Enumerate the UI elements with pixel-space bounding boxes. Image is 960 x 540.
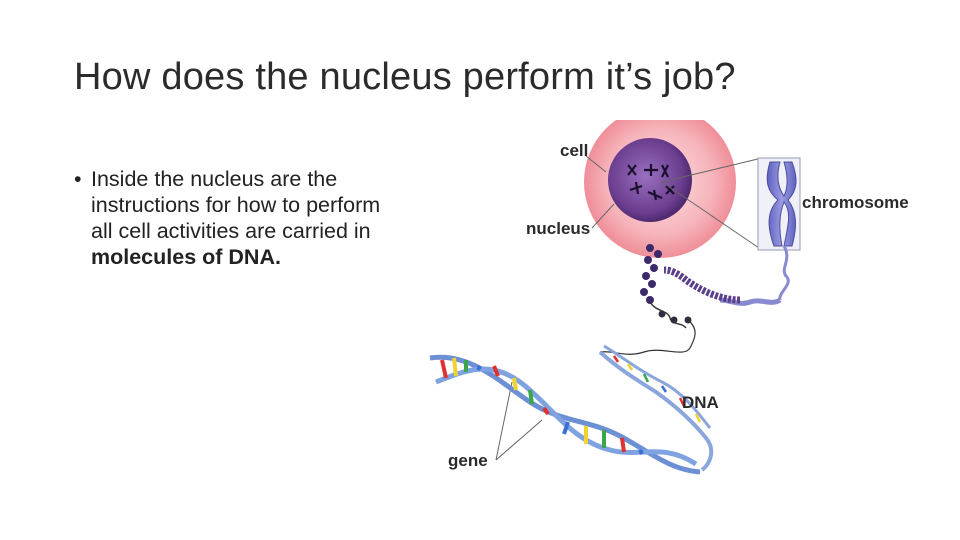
slide-title: How does the nucleus perform it’s job?: [74, 56, 736, 98]
bullet-text: Inside the nucleus are the instructions …: [91, 166, 404, 270]
nucleus-body: [608, 138, 692, 222]
nucleus-chromosomes: [627, 164, 675, 201]
leader-lines: [495, 155, 763, 461]
bullet-item: • Inside the nucleus are the instruction…: [74, 166, 404, 270]
label-cell: cell: [560, 141, 588, 160]
label-dna: DNA: [682, 393, 719, 412]
dna-helix-illustration: [429, 344, 714, 475]
bullet-text-regular: Inside the nucleus are the instructions …: [91, 167, 381, 243]
cell-to-dna-diagram: cell nucleus chromosome DNA gene: [429, 120, 909, 475]
chromosome-illustration: [757, 157, 801, 301]
label-nucleus: nucleus: [526, 219, 590, 238]
label-gene: gene: [448, 451, 488, 470]
label-chromosome: chromosome: [802, 193, 909, 212]
bullet-text-bold: molecules of DNA.: [91, 245, 281, 269]
chromatin-illustration: [599, 244, 782, 355]
bullet-list: • Inside the nucleus are the instruction…: [74, 166, 404, 270]
bullet-marker: •: [74, 167, 82, 191]
cell-illustration: [584, 120, 736, 258]
